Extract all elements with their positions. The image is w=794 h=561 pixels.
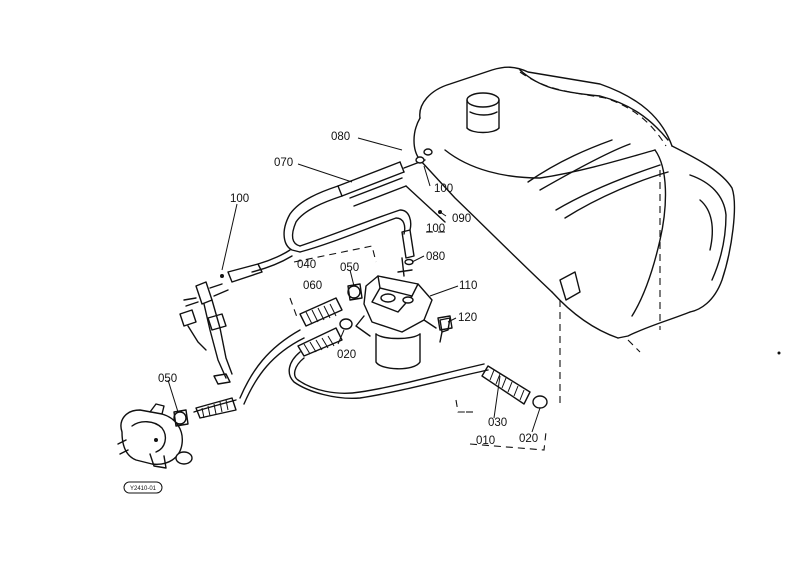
scan-dot [777, 351, 781, 355]
banjo-050-lower [173, 409, 189, 427]
label-110: 110 [459, 280, 477, 292]
hose-080-upper [349, 177, 446, 223]
hose-060 [289, 297, 343, 327]
bolt-120 [437, 315, 453, 331]
fuel-tank [413, 66, 736, 408]
label-050-upper: 050 [340, 262, 359, 274]
hose-070 [337, 159, 426, 197]
fuel-line-040 [251, 185, 412, 273]
label-050-lower: 050 [158, 373, 177, 385]
label-070: 070 [274, 157, 293, 169]
label-020-filter: 020 [337, 349, 356, 361]
leader-lines [167, 137, 541, 433]
fuel-line-060 [193, 329, 305, 419]
injector-assembly [179, 281, 233, 385]
label-030: 030 [488, 417, 507, 429]
label-100-mid: 100 [426, 223, 445, 235]
group-bracket-010 [455, 399, 547, 451]
label-080-top: 080 [331, 131, 350, 143]
hose-080-lower [401, 229, 415, 266]
label-040: 040 [297, 259, 316, 271]
label-020-outlet: 020 [519, 433, 538, 445]
label-010: 010 [476, 435, 495, 447]
label-090: 090 [452, 213, 471, 225]
hose-020-filter [297, 318, 353, 357]
fuel-filter-110 [355, 257, 451, 370]
fuel-line-030 [288, 351, 548, 409]
diagram-code: Y2410-01 [130, 486, 157, 492]
diagram-code-stamp: Y2410-01 [123, 481, 163, 494]
label-100-top: 100 [434, 183, 453, 195]
label-120: 120 [458, 312, 477, 324]
injection-pump [117, 403, 193, 469]
label-080-mid: 080 [426, 251, 445, 263]
label-060: 060 [303, 280, 322, 292]
label-100-left: 100 [230, 193, 249, 205]
banjo-050-upper [347, 283, 363, 301]
hose-100-left [220, 263, 263, 283]
group-bracket-040 [293, 245, 377, 263]
